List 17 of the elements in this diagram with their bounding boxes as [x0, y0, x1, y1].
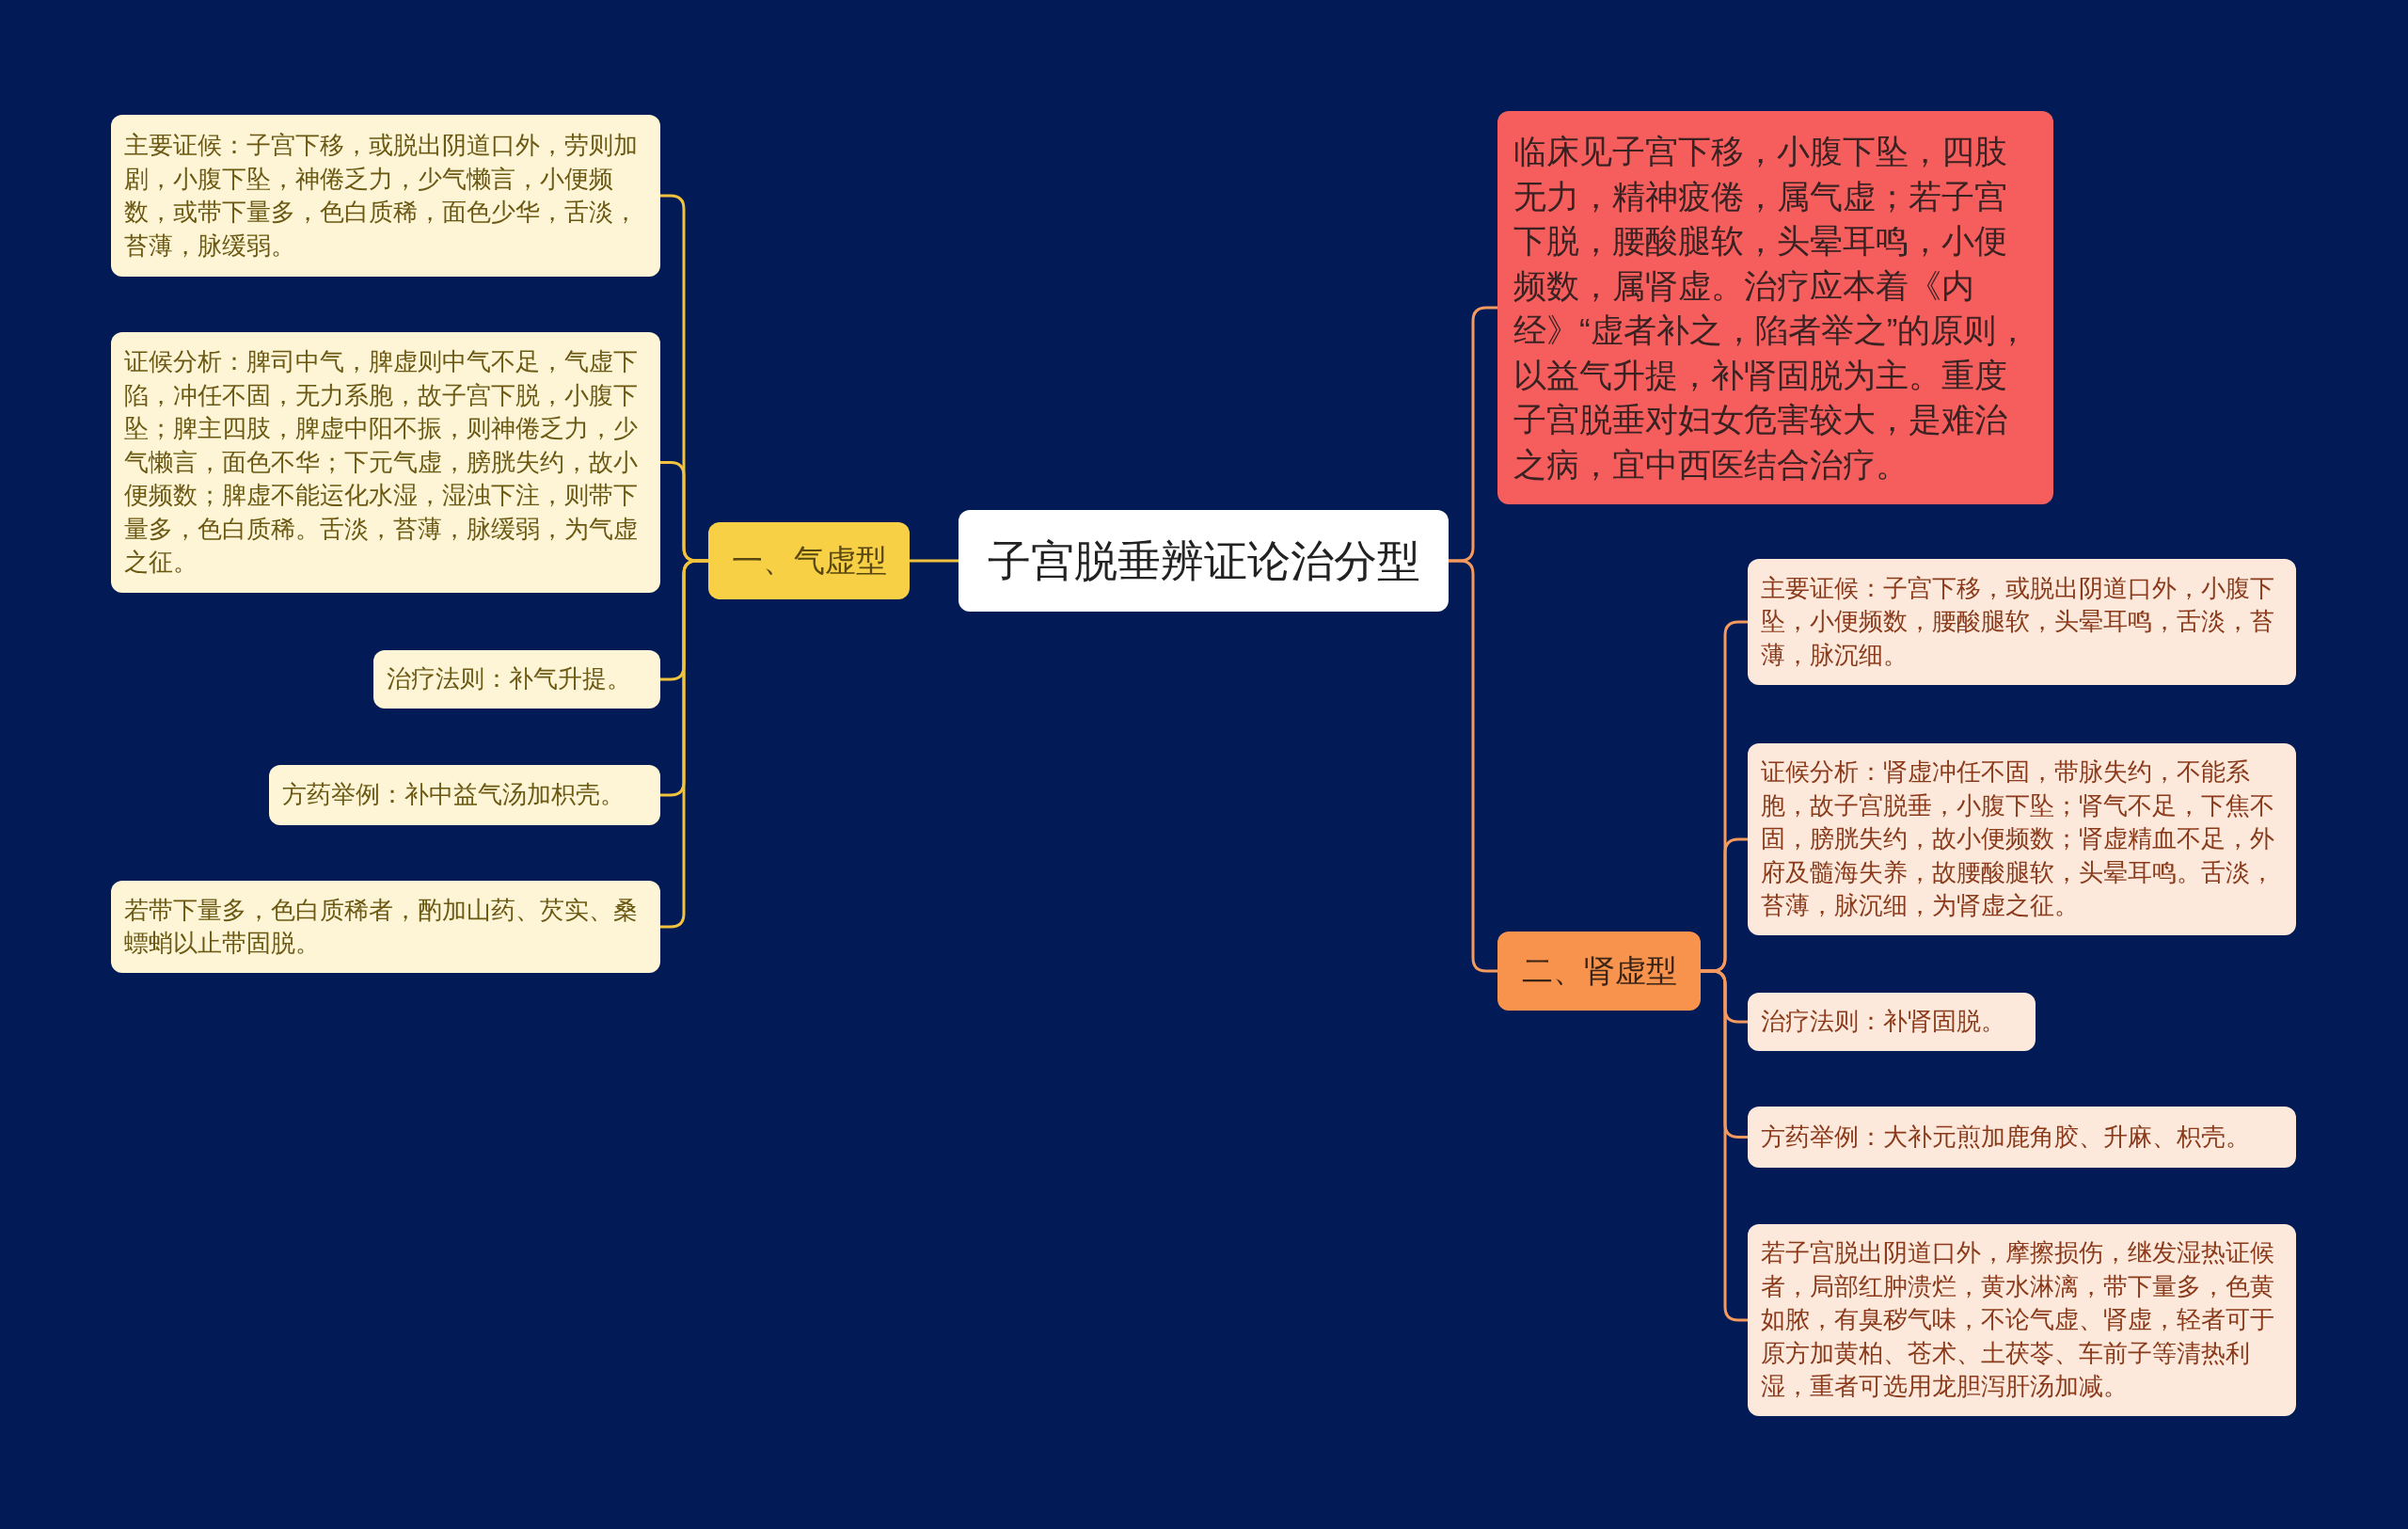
- leaf-box: 主要证候：子宫下移，或脱出阴道口外，劳则加剧，小腹下坠，神倦乏力，少气懒言，小便频数，或带下量多，色白质稀，面色少华，舌淡，苔薄，脉缓弱。: [111, 115, 660, 277]
- leaf-box: 治疗法则：补气升提。: [373, 650, 660, 709]
- connector-line: [910, 559, 958, 563]
- leaf-box: 治疗法则：补肾固脱。: [1748, 993, 2036, 1051]
- leaf-box: 主要证候：子宫下移，或脱出阴道口外，小腹下坠，小便频数，腰酸腿软，头晕耳鸣，舌淡，苔薄，脉沉细。: [1748, 559, 2296, 685]
- connector-line: [660, 559, 708, 929]
- leaf-box: 若带下量多，色白质稀者，酌加山药、芡实、桑螵蛸以止带固脱。: [111, 881, 660, 973]
- leaf-box: 证候分析：脾司中气，脾虚则中气不足，气虚下陷，冲任不固，无力系胞，故子宫下脱，小腹下坠；脾主四肢，脾虚中阳不振，则神倦乏力，少气懒言，面色不华；下元气虚，膀胱失约，故小便频数；脾虚不能运化水湿，湿浊下注，则带下量多，色白质稀。舌淡，苔薄，脉缓弱，为气虚之征。: [111, 332, 660, 593]
- leaf-box: 方药举例：补中益气汤加枳壳。: [269, 765, 660, 825]
- leaf-box: 若子宫脱出阴道口外，摩擦损伤，继发湿热证候者，局部红肿溃烂，黄水淋漓，带下量多，色黄如脓，有臭秽气味，不论气虚、肾虚，轻者可于原方加黄柏、苍术、土茯苓、车前子等清热利湿，重者可选用龙胆泻肝汤加减。: [1748, 1224, 2296, 1416]
- leaf-box: 证候分析：肾虚冲任不固，带脉失约，不能系胞，故子宫脱垂，小腹下坠；肾气不足，下焦不固，膀胱失约，故小便频数；肾虚精血不足，外府及髓海失养，故腰酸腿软，头晕耳鸣。舌淡，苔薄，脉沉细，为肾虚之征。: [1748, 743, 2296, 935]
- branch-box: 一、气虚型: [708, 522, 910, 599]
- summary-box: 临床见子宫下移，小腹下坠，四肢无力，精神疲倦，属气虚；若子宫下脱，腰酸腿软，头晕耳鸣，小便频数，属肾虚。治疗应本着《内经》“虚者补之，陷者举之”的原则，以益气升提，补肾固脱为主。重度子宫脱垂对妇女危害较大，是难治之病，宜中西医结合治疗。: [1497, 111, 2053, 504]
- leaf-box: 方药举例：大补元煎加鹿角胶、升麻、枳壳。: [1748, 1107, 2296, 1168]
- branch-box: 二、肾虚型: [1497, 932, 1701, 1011]
- connector-line: [1701, 969, 1748, 1322]
- central-topic-box: 子宫脱垂辨证论治分型: [958, 510, 1449, 612]
